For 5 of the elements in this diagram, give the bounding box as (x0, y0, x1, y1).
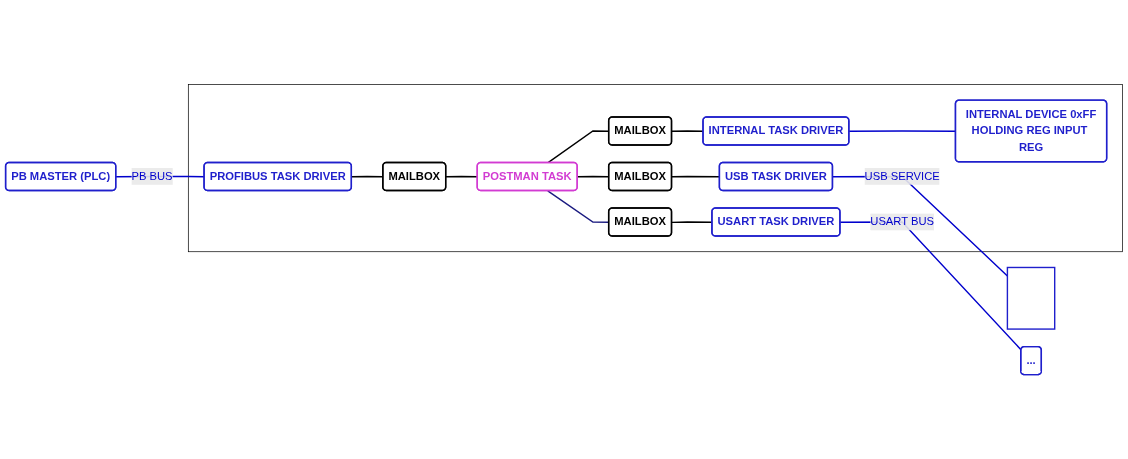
edge-label: PB BUS (131, 170, 173, 183)
edge-label: USART BUS (870, 215, 934, 228)
edge-label: USB SERVICE (864, 170, 940, 183)
node-box (1006, 266, 1056, 330)
cluster (187, 84, 1123, 253)
